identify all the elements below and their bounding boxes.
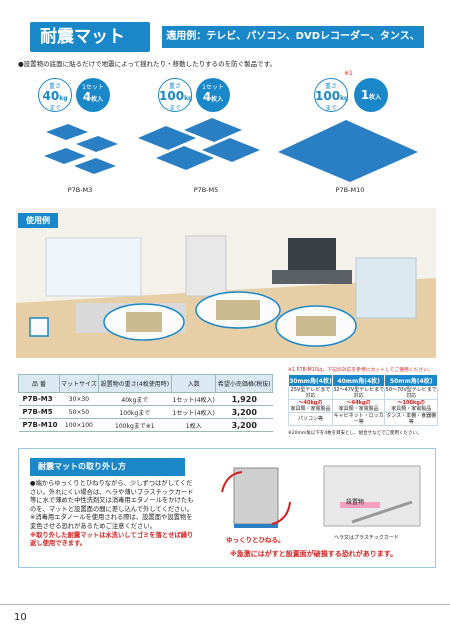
load-badge-m5: 重さ 100kg まで <box>158 78 192 112</box>
table-row: パソコン等 キャビネット・ロッカー等 タンス・本棚・食器棚等 <box>288 412 438 426</box>
product-label-m3: P7B-M3 <box>67 186 93 194</box>
spec-header: 希望小売価格(税抜) <box>215 374 273 393</box>
size-header: 40mm角(4枚) <box>331 374 386 387</box>
spec-header: 設置物の重さ(4枚使用時) <box>97 374 172 393</box>
intro-text: ●設置物の底面に貼るだけで地震によって揺れたり・移動したりするのを防ぐ製品です。 <box>18 60 277 68</box>
table-row: ～40kgの家具類・家電製品 ～64kgの家具類・家電製品 ～100kgの家具類… <box>288 399 438 413</box>
set-badge-m5: 1セット 4枚入 <box>196 78 230 112</box>
removal-title: 耐震マットの取り外し方 <box>30 458 185 476</box>
table-row: P7B-M3 30×30 40kgまで 1セット(4枚入) 1,920 <box>18 392 273 406</box>
product-label-m5: P7B-M5 <box>193 186 219 194</box>
room-illustration <box>16 208 436 358</box>
table-row: P7B-M10 100×100 100kgまで※1 1枚入 3,200 <box>18 418 273 432</box>
removal-panel <box>18 448 436 568</box>
page-title: 耐震マット <box>30 22 150 52</box>
table-row: 25V型テレビまで対応 32～47V型テレビまで対応 50～70V型テレビまで対… <box>288 386 438 400</box>
example-label: 使用例 <box>18 213 58 228</box>
header: 耐震マット 適用例：テレビ、パソコン、DVDレコーダー、タンス、本棚等 <box>14 16 432 64</box>
spec-header: マットサイズ <box>59 374 99 393</box>
usage-banner: 適用例：テレビ、パソコン、DVDレコーダー、タンス、本棚等 <box>162 26 424 64</box>
size-header: 50mm角(4枚) <box>384 374 438 387</box>
removal-illustration <box>221 465 421 528</box>
product-label-m10: P7B-M10 <box>335 186 365 194</box>
mat-m10-illustration <box>278 120 418 182</box>
table-row: P7B-M5 50×50 100kgまで 1セット(4枚入) 3,200 <box>18 405 273 419</box>
removal-instructions: ●端からゆっくりとひねりながら、少しずつはがしてください。外れにくい場合は、ヘラ… <box>30 480 194 548</box>
load-badge-m10: 重さ 100kg まで <box>314 78 348 112</box>
size-table: 30mm角(4枚) 40mm角(4枚) 50mm角(4枚) 25V型テレビまで対… <box>288 374 438 426</box>
spec-header: 品 番 <box>18 374 60 393</box>
mat-m5-illustration <box>138 118 260 170</box>
twist-caption: ゆっくりとひねる。 <box>226 536 285 544</box>
load-badge-m3: 重さ 40kg まで <box>38 78 72 112</box>
footer-line <box>0 604 450 605</box>
spec-header: 入数 <box>170 374 217 393</box>
mat-illustrations <box>44 118 418 182</box>
warning-text: ※急激にはがすと設置面が破損する恐れがあります。 <box>230 550 398 558</box>
spec-table: 品 番 マットサイズ 設置物の重さ(4枚使用時) 入数 希望小売価格(税抜) P… <box>18 374 273 432</box>
set-badge-m10: 1枚入 <box>354 78 388 112</box>
mount-label: 設置物 <box>346 499 365 506</box>
size-note: ※1 P7B-M10は、下記の対応を参考にカットしてご使用ください。 <box>288 368 433 373</box>
footnote-mark: ※1 <box>344 70 353 77</box>
card-caption: ヘラ又はプラスチックカード <box>334 535 399 541</box>
page-number: 10 <box>14 612 27 623</box>
size-header: 30mm角(4枚) <box>288 374 333 387</box>
size-footnote: ※20mm角以下を4枚を目安とし、組合せなどでご使用ください。 <box>288 431 422 436</box>
mat-m3-illustration <box>44 124 118 174</box>
set-badge-m3: 1セット 4枚入 <box>76 78 110 112</box>
